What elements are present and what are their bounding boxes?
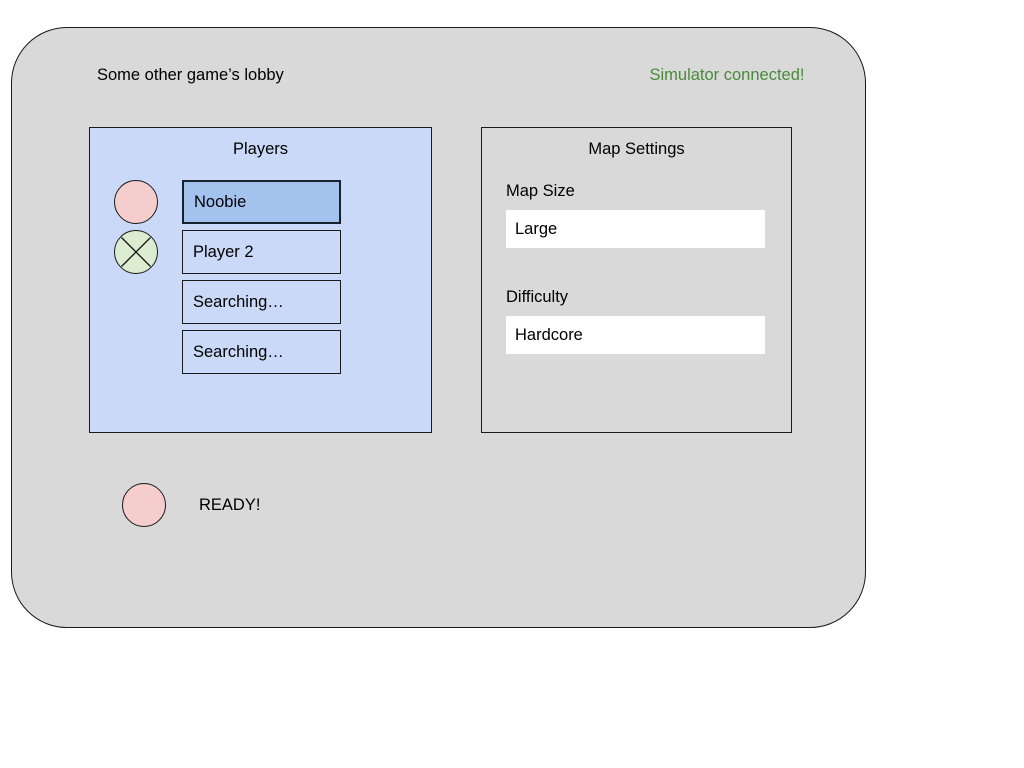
page-title: Some other game’s lobby (97, 66, 284, 84)
player-slot-label: Searching… (193, 292, 284, 311)
circle-icon[interactable] (122, 483, 166, 527)
map-settings-panel: Map Settings Map Size Large Difficulty H… (481, 127, 792, 433)
list-item: Noobie (114, 180, 341, 224)
player-slot-2[interactable]: Player 2 (182, 230, 341, 274)
player-slot-label: Player 2 (193, 242, 254, 261)
list-item: Player 2 (114, 230, 341, 274)
circle-icon (114, 180, 158, 224)
difficulty-value: Hardcore (515, 325, 583, 344)
setting-map-size: Map Size Large (506, 182, 765, 248)
player-slot-label: Searching… (193, 342, 284, 361)
difficulty-select[interactable]: Hardcore (506, 316, 765, 354)
connection-status-text: Simulator connected! (649, 66, 805, 84)
map-settings-panel-title: Map Settings (588, 140, 685, 158)
players-panel-title: Players (232, 140, 289, 158)
ready-button-label[interactable]: READY! (199, 495, 261, 514)
map-size-select[interactable]: Large (506, 210, 765, 248)
difficulty-label: Difficulty (506, 288, 569, 306)
list-item: Searching… (182, 280, 341, 324)
map-size-label: Map Size (506, 182, 575, 200)
setting-difficulty: Difficulty Hardcore (506, 288, 765, 354)
player-list: Noobie Player 2 Searching… (114, 180, 341, 380)
list-item: Searching… (182, 330, 341, 374)
map-size-value: Large (515, 219, 558, 238)
ready-row: READY! (122, 483, 260, 527)
lobby-card: Some other game’s lobby Simulator connec… (11, 27, 866, 628)
player-slot-label: Noobie (194, 192, 247, 211)
player-slot-3[interactable]: Searching… (182, 280, 341, 324)
players-panel: Players Noobie Player 2 (89, 127, 432, 433)
player-slot-1[interactable]: Noobie (182, 180, 341, 224)
circle-x-icon (114, 230, 158, 274)
player-slot-4[interactable]: Searching… (182, 330, 341, 374)
